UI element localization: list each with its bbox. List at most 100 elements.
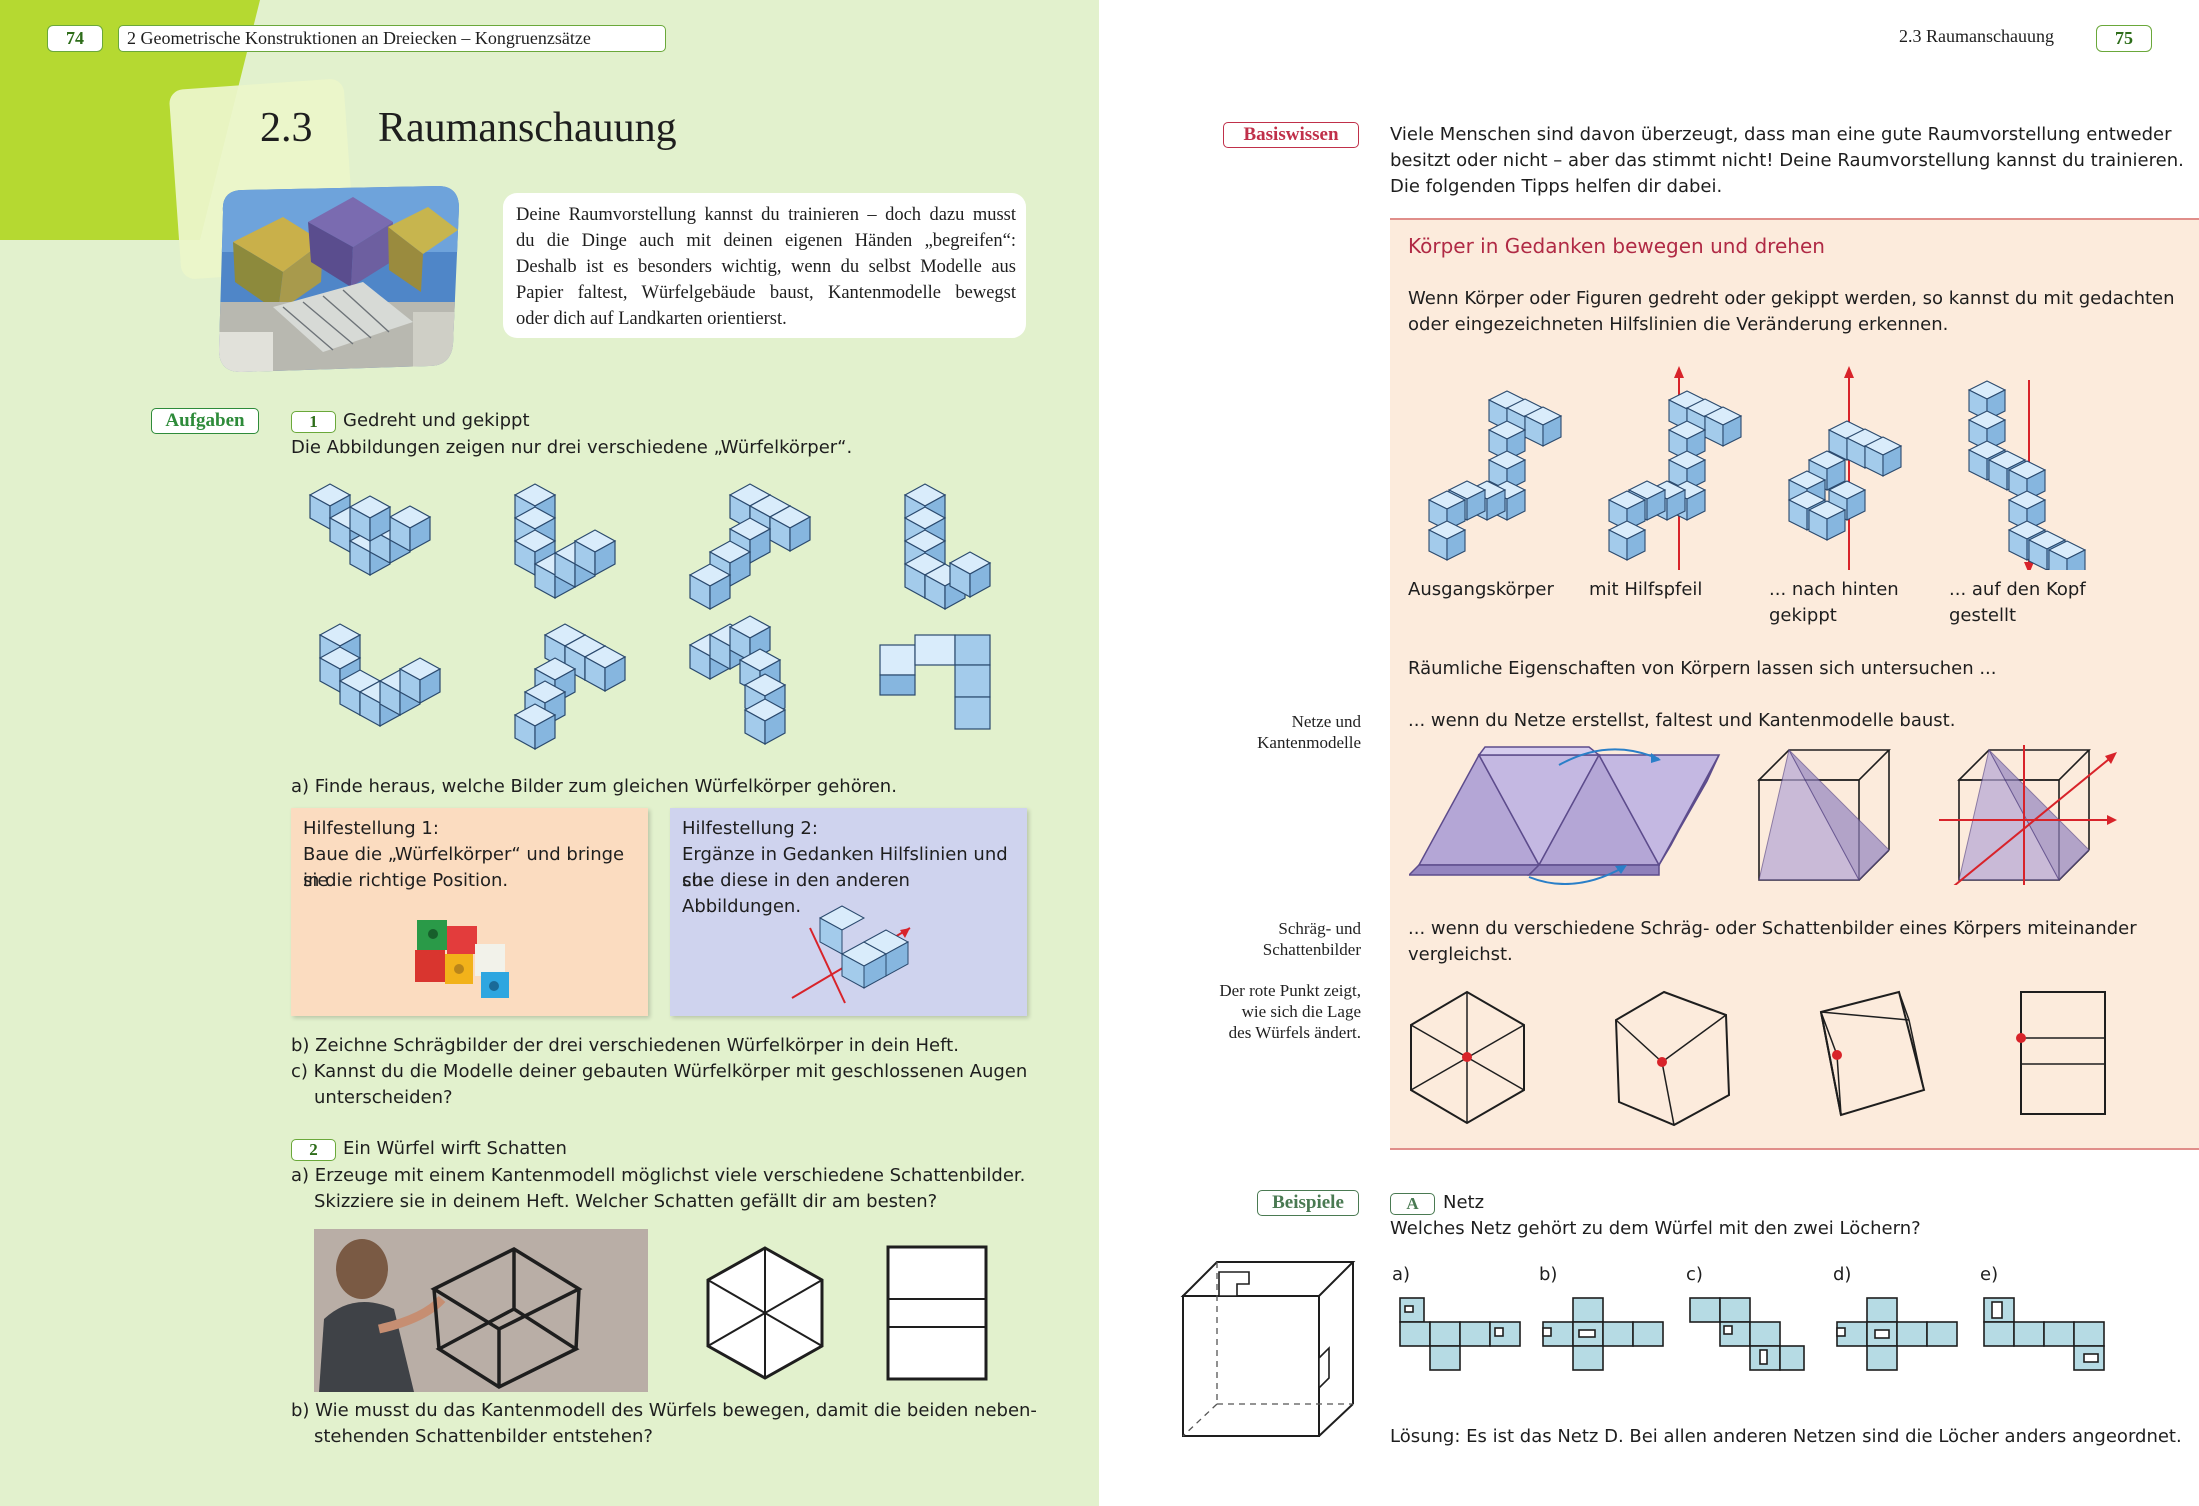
intro-line-4: Papier faltest, Würfelgebäude baust, Kan… [516, 283, 1016, 303]
basis-line-3: Die folgenden Tipps helfen dir dabei. [1390, 176, 1723, 197]
option-b-label: b) [1539, 1264, 1558, 1285]
running-head: 2 Geometrische Konstruktionen an Dreieck… [118, 25, 666, 52]
task-1b: b) Zeichne Schrägbilder der drei verschi… [291, 1035, 959, 1056]
option-a-label: a) [1392, 1264, 1411, 1285]
schraeg-line-1: ... wenn du verschiedene Schräg- oder Sc… [1408, 918, 2137, 939]
task-1a: a) Finde heraus, welche Bilder zum gleic… [291, 776, 897, 797]
option-d-label: d) [1833, 1264, 1852, 1285]
schraeg-side-2: Schattenbilder [1262, 940, 1361, 959]
properties-text: Räumliche Eigenschaften von Körpern lass… [1408, 658, 1997, 679]
running-head-right: 2.3 Raumanschauung [1899, 26, 2054, 46]
hint-1-title: Hilfestellung 1: [303, 818, 439, 839]
rectangle-shadow [886, 1245, 988, 1381]
task-2a-line-2: Skizziere sie in deinem Heft. Welcher Sc… [314, 1191, 938, 1212]
caption-nach-hinten-1: ... nach hinten [1769, 579, 1899, 600]
box-text: Wenn Körper oder Figuren gedreht oder ge… [1408, 286, 2175, 338]
intro-line-3: Deshalb ist es besonders wichtig, wenn d… [516, 257, 1016, 277]
cube-houses-photo [219, 186, 459, 372]
roter-punkt-note: Der rote Punkt zeigt, wie sich die Lage … [1119, 980, 1361, 1043]
net-option-c [1689, 1297, 1805, 1371]
net-option-b [1542, 1297, 1664, 1371]
cube-figure-7 [689, 615, 786, 745]
hint-2-line-1: Ergänze in Gedanken Hilfslinien und su- [682, 844, 1008, 891]
caption-nach-hinten: ... nach hinten gekippt [1769, 577, 1899, 629]
tetrahedron-in-cube [1757, 748, 1891, 881]
cube-figures [309, 483, 991, 750]
netze-text: ... wenn du Netze erstellst, faltest und… [1408, 710, 1956, 731]
task-2a-line-1: a) Erzeuge mit einem Kantenmodell möglic… [291, 1165, 1026, 1186]
intro-line-5: oder dich auf Landkarten orientierst. [516, 309, 787, 329]
task-1-title: Gedreht und gekippt [343, 410, 530, 431]
example-letter: A [1390, 1193, 1435, 1215]
rotation-figures [1428, 366, 2086, 570]
intro-line-2: du die Dinge auch mit deinen eigenen Hän… [516, 231, 1016, 251]
caption-mit-hilfspfeil: mit Hilfspfeil [1589, 579, 1703, 600]
task-2b-line-1: b) Wie musst du das Kantenmodell des Wür… [291, 1400, 1037, 1421]
schraeg-line-2: vergleichst. [1408, 944, 1513, 965]
nets-and-edge-models [1409, 745, 2117, 885]
figure-ausgangskoerper [1428, 390, 1562, 561]
intro-line-1: Deine Raumvorstellung kannst du trainier… [516, 205, 1016, 225]
task-2-title: Ein Würfel wirft Schatten [343, 1138, 567, 1159]
schraeg-text: ... wenn du verschiedene Schräg- oder Sc… [1408, 916, 2137, 968]
basis-line-1: Viele Menschen sind davon überzeugt, das… [1390, 124, 2172, 145]
schraeg-side-1: Schräg- und [1278, 919, 1361, 938]
cube-figure-6 [514, 623, 626, 750]
figure-nach-hinten-gekippt [1788, 366, 1902, 570]
hexagon-shadow [706, 1246, 824, 1380]
intro-text: Deine Raumvorstellung kannst du trainier… [516, 202, 1016, 332]
netze-side-1: Netze und [1291, 712, 1361, 731]
figure-auf-den-kopf-gestellt [1968, 380, 2086, 570]
option-c-label: c) [1686, 1264, 1703, 1285]
tetrahedron-net [1409, 746, 1721, 876]
beispiele-label: Beispiele [1257, 1190, 1359, 1216]
hint-box-1: Hilfestellung 1: Baue die „Würfelkörper“… [291, 808, 648, 1016]
right-page: 2.3 Raumanschauung 75 Basiswissen Viele … [1099, 0, 2199, 1506]
task-1c-line-2: unterscheiden? [314, 1087, 453, 1108]
roter-punkt-3: des Würfels ändert. [1228, 1023, 1361, 1042]
hint-1-line-1: Baue die „Würfelkörper“ und bringe sie [303, 844, 625, 891]
cube-figure-4 [904, 483, 991, 610]
hint-1-line-2: in die richtige Position. [303, 870, 509, 891]
figure-mit-hilfspfeil [1608, 366, 1742, 570]
net-option-e [1983, 1297, 2105, 1371]
cube-figure-3 [689, 483, 811, 610]
box-text-line-1: Wenn Körper oder Figuren gedreht oder ge… [1408, 288, 2175, 309]
oblique-view-2 [1614, 990, 1731, 1127]
caption-ausgangskoerper: Ausgangskörper [1408, 579, 1554, 600]
page-number: 74 [47, 25, 103, 52]
hint-2-title: Hilfestellung 2: [682, 818, 818, 839]
basiswissen-label: Basiswissen [1223, 122, 1359, 148]
netze-side-2: Kantenmodelle [1257, 733, 1361, 752]
section-title: Raumanschauung [378, 105, 677, 151]
net-option-a [1399, 1297, 1521, 1371]
task-2-number: 2 [291, 1139, 336, 1161]
option-e-label: e) [1980, 1264, 1999, 1285]
hint-box-2: Hilfestellung 2: Ergänze in Gedanken Hil… [670, 808, 1027, 1016]
cube-figure-8 [879, 634, 991, 730]
hint-2-line-2: che diese in den anderen Abbildungen. [682, 870, 910, 917]
toy-cubes-photo [415, 920, 509, 998]
caption-auf-den-kopf-2: gestellt [1949, 605, 2017, 626]
oblique-view-3 [1819, 990, 1926, 1117]
oblique-view-4 [2016, 991, 2106, 1115]
example-solution: Lösung: Es ist das Netz D. Bei allen and… [1390, 1426, 2182, 1447]
net-options [1399, 1297, 2105, 1371]
boy-with-wire-cube-photo [314, 1229, 648, 1392]
oblique-view-1 [1410, 990, 1525, 1125]
basis-text: Viele Menschen sind davon überzeugt, das… [1390, 122, 2184, 200]
task-1-number: 1 [291, 411, 336, 433]
task-2b-line-2: stehenden Schattenbilder entstehen? [314, 1426, 653, 1447]
tetrahedron-in-cube-axes [1939, 745, 2117, 885]
task-1c-line-1: c) Kannst du die Modelle deiner gebauten… [291, 1061, 1028, 1082]
oblique-views [1410, 990, 2106, 1127]
cube-with-holes [1180, 1261, 1356, 1437]
caption-auf-den-kopf: ... auf den Kopf gestellt [1949, 577, 2086, 629]
task-1-text: Die Abbildungen zeigen nur drei verschie… [291, 437, 853, 458]
cube-figure-1 [309, 483, 431, 576]
example-title: Netz [1443, 1192, 1485, 1213]
basis-line-2: besitzt oder nicht – aber das stimmt nic… [1390, 150, 2184, 171]
roter-punkt-2: wie sich die Lage [1241, 1002, 1361, 1021]
roter-punkt-1: Der rote Punkt zeigt, [1219, 981, 1361, 1000]
left-page: 74 2 Geometrische Konstruktionen an Drei… [0, 0, 1099, 1506]
